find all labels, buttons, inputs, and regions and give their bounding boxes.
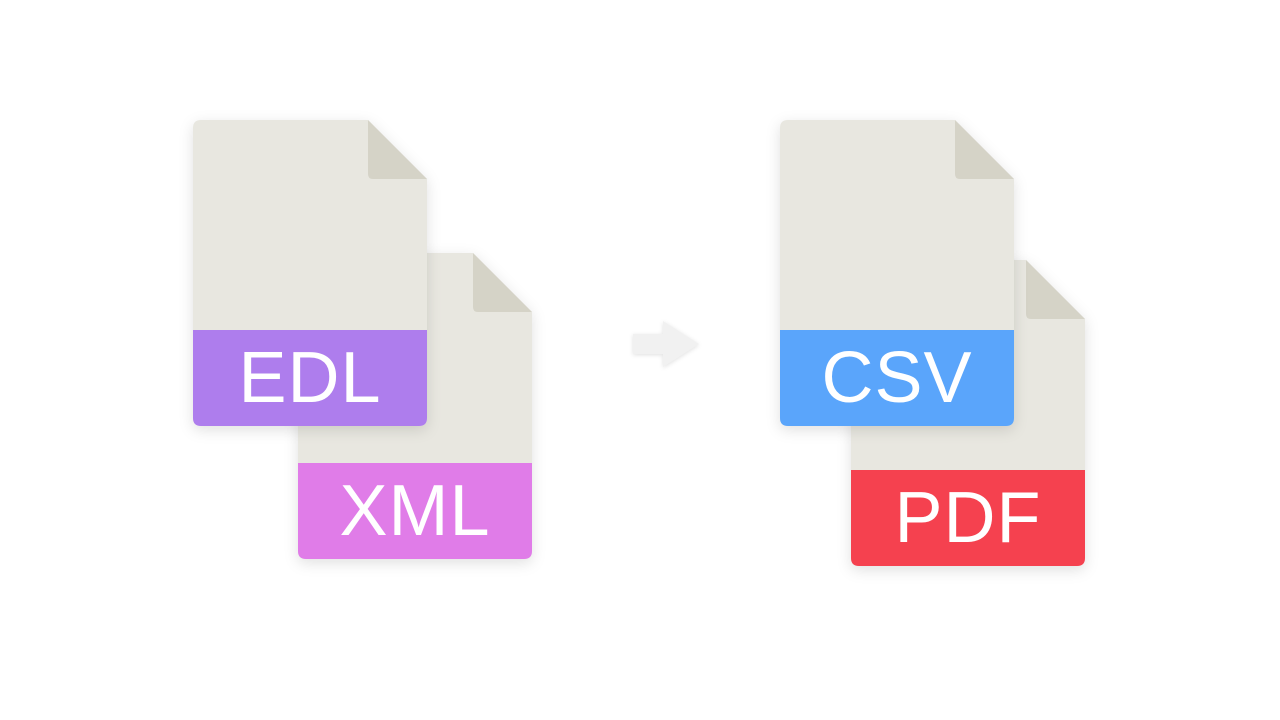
document-icon	[193, 120, 427, 426]
csv-file-icon: CSV	[780, 120, 1014, 426]
right-arrow-icon	[633, 321, 699, 367]
edl-file-icon: EDL	[193, 120, 427, 426]
file-type-label: EDL	[238, 338, 382, 418]
file-type-label: PDF	[894, 478, 1042, 558]
document-icon	[780, 120, 1014, 426]
file-type-label: XML	[339, 471, 491, 551]
file-type-label: CSV	[821, 338, 973, 418]
